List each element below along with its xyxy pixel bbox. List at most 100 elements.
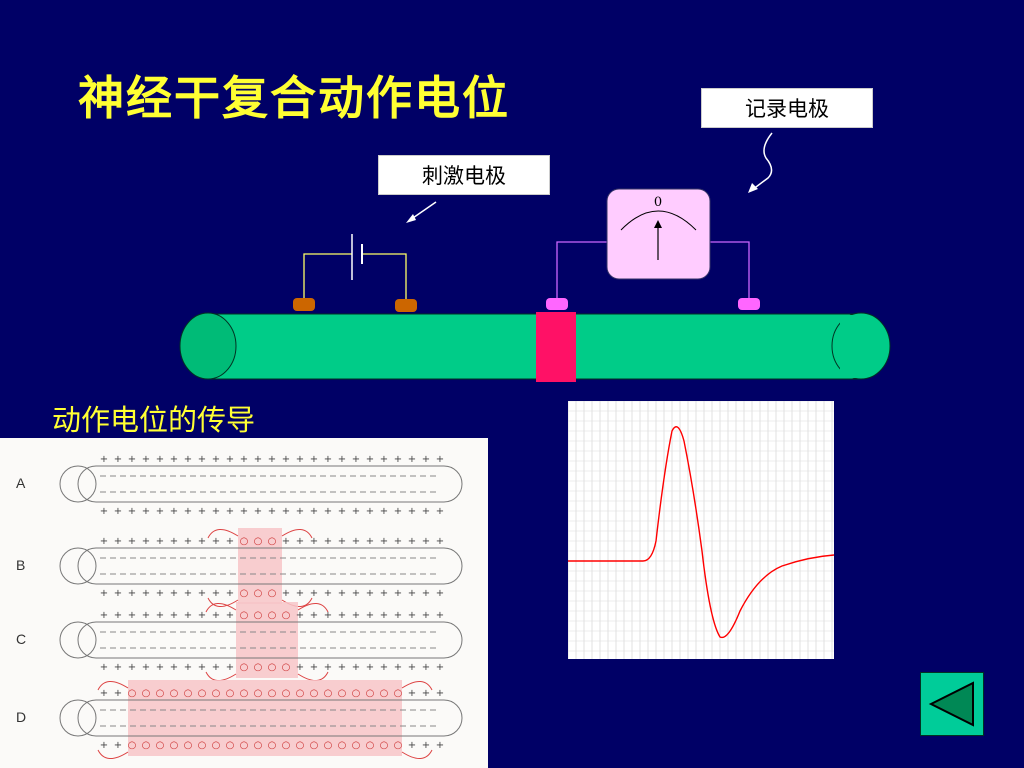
svg-text:+: + bbox=[100, 454, 108, 465]
svg-text:+: + bbox=[296, 506, 304, 517]
svg-text:+: + bbox=[100, 688, 108, 699]
svg-text:○: ○ bbox=[240, 536, 249, 547]
svg-text:+: + bbox=[436, 688, 444, 699]
svg-text:+: + bbox=[394, 610, 402, 621]
svg-text:○: ○ bbox=[324, 688, 333, 699]
svg-text:+: + bbox=[338, 588, 346, 599]
svg-text:○: ○ bbox=[240, 688, 249, 699]
svg-text:+: + bbox=[310, 588, 318, 599]
svg-text:○: ○ bbox=[198, 688, 207, 699]
svg-text:+: + bbox=[184, 506, 192, 517]
svg-text:+: + bbox=[100, 610, 108, 621]
svg-text:+: + bbox=[422, 610, 430, 621]
svg-text:○: ○ bbox=[254, 740, 263, 751]
svg-text:+: + bbox=[142, 506, 150, 517]
svg-text:○: ○ bbox=[184, 740, 193, 751]
svg-text:+: + bbox=[310, 454, 318, 465]
svg-text:+: + bbox=[100, 662, 108, 673]
svg-text:○: ○ bbox=[352, 688, 361, 699]
svg-text:+: + bbox=[352, 588, 360, 599]
svg-text:+: + bbox=[114, 506, 122, 517]
svg-text:○: ○ bbox=[240, 588, 249, 599]
svg-text:○: ○ bbox=[268, 588, 277, 599]
svg-text:+: + bbox=[212, 610, 220, 621]
conduction-figure: + + + + + + + + + + + + + + + + + + + + + + + + + + + + + + + + + + + + + + + +… bbox=[0, 438, 488, 768]
svg-text:+: + bbox=[198, 454, 206, 465]
svg-text:+: + bbox=[408, 740, 416, 751]
svg-text:+: + bbox=[128, 588, 136, 599]
svg-text:+: + bbox=[114, 610, 122, 621]
svg-text:+: + bbox=[156, 588, 164, 599]
svg-text:+: + bbox=[296, 454, 304, 465]
svg-text:+: + bbox=[142, 536, 150, 547]
svg-text:+: + bbox=[226, 536, 234, 547]
svg-text:+: + bbox=[226, 454, 234, 465]
svg-text:○: ○ bbox=[268, 662, 277, 673]
svg-text:+: + bbox=[310, 536, 318, 547]
svg-text:○: ○ bbox=[296, 740, 305, 751]
svg-text:+: + bbox=[100, 588, 108, 599]
svg-text:○: ○ bbox=[254, 688, 263, 699]
svg-text:○: ○ bbox=[142, 740, 151, 751]
svg-text:+: + bbox=[352, 506, 360, 517]
svg-text:+: + bbox=[436, 588, 444, 599]
conduction-figure-svg: + + + + + + + + + + + + + + + + + + + + + + + + + + + + + + + + + + + + + + + +… bbox=[16, 454, 463, 759]
svg-text:○: ○ bbox=[296, 688, 305, 699]
svg-text:+: + bbox=[268, 506, 276, 517]
svg-text:+: + bbox=[296, 662, 304, 673]
row-letter: A bbox=[16, 475, 26, 491]
svg-text:+: + bbox=[114, 740, 122, 751]
svg-text:○: ○ bbox=[268, 610, 277, 621]
recording-wires bbox=[556, 241, 750, 300]
row-letter: C bbox=[16, 631, 26, 647]
svg-text:+: + bbox=[394, 454, 402, 465]
svg-text:+: + bbox=[170, 588, 178, 599]
svg-text:○: ○ bbox=[240, 740, 249, 751]
svg-text:○: ○ bbox=[268, 688, 277, 699]
nerve-diagram: 0 bbox=[179, 132, 891, 382]
svg-text:○: ○ bbox=[254, 610, 263, 621]
record-electrode-left bbox=[546, 298, 568, 310]
svg-text:+: + bbox=[366, 536, 374, 547]
trace-svg bbox=[568, 401, 834, 659]
svg-text:+: + bbox=[408, 506, 416, 517]
svg-text:○: ○ bbox=[156, 688, 165, 699]
svg-text:○: ○ bbox=[170, 740, 179, 751]
svg-text:+: + bbox=[380, 454, 388, 465]
svg-text:○: ○ bbox=[254, 662, 263, 673]
svg-text:+: + bbox=[282, 588, 290, 599]
svg-text:+: + bbox=[408, 662, 416, 673]
svg-text:○: ○ bbox=[128, 740, 137, 751]
svg-text:○: ○ bbox=[282, 688, 291, 699]
svg-text:+: + bbox=[170, 454, 178, 465]
svg-text:+: + bbox=[352, 662, 360, 673]
svg-text:+: + bbox=[100, 506, 108, 517]
svg-text:+: + bbox=[408, 610, 416, 621]
svg-text:+: + bbox=[282, 454, 290, 465]
svg-text:+: + bbox=[422, 588, 430, 599]
svg-text:+: + bbox=[380, 506, 388, 517]
svg-text:+: + bbox=[198, 610, 206, 621]
svg-text:+: + bbox=[184, 610, 192, 621]
svg-text:+: + bbox=[184, 588, 192, 599]
trace-grid bbox=[568, 401, 834, 659]
svg-text:+: + bbox=[226, 506, 234, 517]
svg-text:+: + bbox=[142, 588, 150, 599]
svg-text:○: ○ bbox=[184, 688, 193, 699]
svg-text:+: + bbox=[408, 454, 416, 465]
svg-text:+: + bbox=[100, 740, 108, 751]
svg-text:+: + bbox=[226, 662, 234, 673]
svg-text:○: ○ bbox=[254, 536, 263, 547]
back-button[interactable] bbox=[920, 672, 984, 736]
svg-text:+: + bbox=[212, 662, 220, 673]
svg-text:+: + bbox=[338, 610, 346, 621]
svg-text:○: ○ bbox=[254, 588, 263, 599]
svg-text:○: ○ bbox=[170, 688, 179, 699]
svg-text:○: ○ bbox=[268, 536, 277, 547]
svg-text:+: + bbox=[338, 536, 346, 547]
svg-text:+: + bbox=[198, 662, 206, 673]
trace-line bbox=[568, 426, 834, 639]
svg-text:+: + bbox=[352, 610, 360, 621]
svg-text:+: + bbox=[226, 588, 234, 599]
svg-text:+: + bbox=[324, 662, 332, 673]
